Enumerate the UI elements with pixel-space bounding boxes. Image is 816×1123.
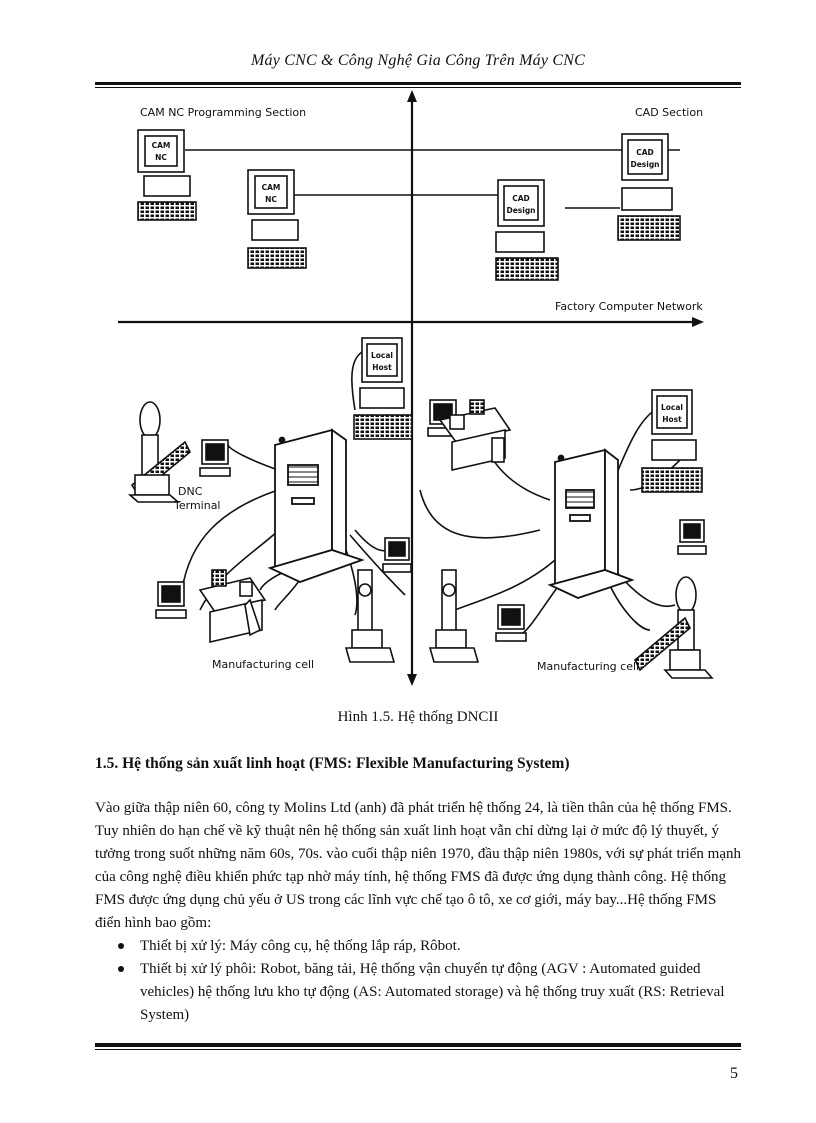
cam-workstation-1	[137, 129, 197, 221]
dnc-system-figure: CAM NC CAM NC CAD Design CAD Design Loca…	[118, 90, 714, 686]
screen-label: CAM	[152, 141, 171, 150]
list-item: Thiết bị xử lý phôi: Robot, băng tải, Hệ…	[118, 958, 745, 1027]
screen-label: Design	[630, 160, 659, 169]
screen-label: Host	[662, 415, 682, 424]
list-item-text: Thiết bị xử lý phôi: Robot, băng tải, Hệ…	[140, 961, 725, 1023]
screen-label: CAM	[262, 183, 281, 192]
bullet-list: Thiết bị xử lý: Máy công cụ, hệ thống lắ…	[95, 935, 745, 1027]
terminal-monitor-right-edge	[677, 519, 707, 555]
list-item-text: Thiết bị xử lý: Máy công cụ, hệ thống lắ…	[140, 938, 461, 954]
screen-label: NC	[265, 195, 277, 204]
server-right	[547, 448, 635, 599]
section-heading: 1.5. Hệ thống sản xuất linh hoạt (FMS: F…	[95, 755, 570, 772]
network-label: Factory Computer Network	[555, 300, 703, 313]
figure-caption: Hình 1.5. Hệ thống DNCII	[337, 709, 499, 725]
lathe-left	[198, 569, 267, 644]
bullet-icon	[118, 966, 124, 972]
local-host-right	[641, 389, 703, 493]
screen-label: Design	[506, 206, 535, 215]
cad-workstation-2	[617, 133, 681, 241]
page-number: 5	[730, 1065, 738, 1082]
list-item: Thiết bị xử lý: Máy công cụ, hệ thống lắ…	[118, 935, 745, 958]
screen-label: CAD	[512, 194, 530, 203]
cad-section-label: CAD Section	[635, 106, 703, 119]
screen-label: Host	[372, 363, 392, 372]
machining-center-left	[344, 569, 396, 663]
lathe-right	[438, 399, 512, 472]
local-host-left	[353, 337, 413, 440]
screen-label: Local	[661, 403, 683, 412]
mfg-cell-right-label: Manufacturing cell	[537, 660, 639, 673]
screen-label: Local	[371, 351, 393, 360]
dnc-terminal-label: Terminal	[173, 499, 221, 512]
footer-rule-thin	[95, 1049, 741, 1050]
page-header-title: Máy CNC & Công Nghệ Gia Công Trên Máy CN…	[251, 52, 585, 69]
header-rule	[95, 82, 741, 85]
screen-label: NC	[155, 153, 167, 162]
section-body: Vào giữa thập niên 60, công ty Molins Lt…	[95, 797, 745, 1027]
terminal-monitor-right-bottom	[495, 604, 527, 642]
robot-left	[127, 401, 192, 503]
cam-workstation-2	[247, 169, 307, 269]
header-rule-thin	[95, 87, 741, 88]
footer-rule	[95, 1043, 741, 1047]
bullet-icon	[118, 943, 124, 949]
machining-center-right	[428, 569, 480, 663]
cad-workstation-1	[495, 179, 559, 281]
server-left	[267, 428, 365, 583]
screen-label: CAD	[636, 148, 654, 157]
dnc-terminal-monitor	[199, 439, 231, 477]
dnc-terminal-label: DNC	[178, 485, 203, 498]
mfg-cell-left-label: Manufacturing cell	[212, 658, 314, 671]
terminal-monitor-left-right	[382, 537, 412, 573]
body-paragraph: Vào giữa thập niên 60, công ty Molins Lt…	[95, 800, 742, 931]
cam-section-label: CAM NC Programming Section	[140, 106, 306, 119]
robot-right	[634, 576, 714, 679]
terminal-monitor-left-bottom	[155, 581, 187, 619]
